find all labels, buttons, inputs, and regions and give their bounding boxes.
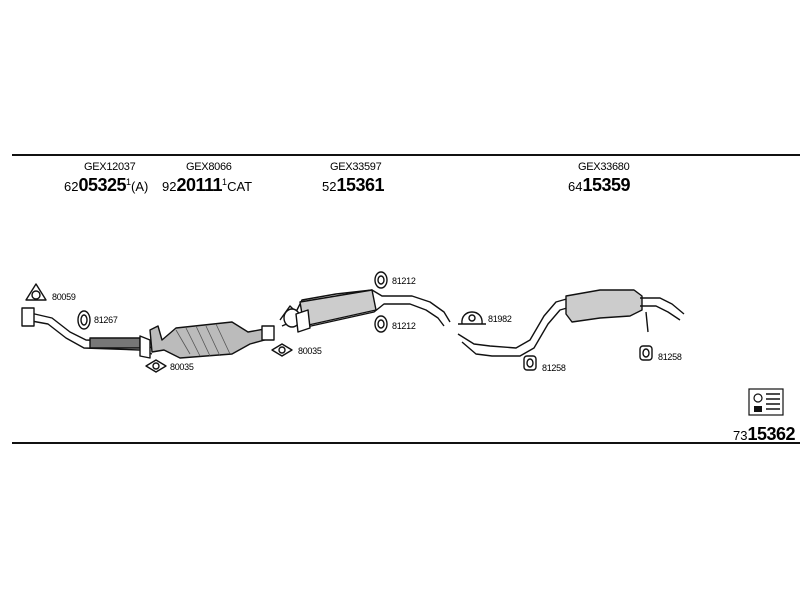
hanger-icon — [523, 355, 537, 371]
part-label-81258-left: 81258 — [542, 363, 566, 373]
gex-label-3: GEX33597 — [330, 161, 382, 173]
part-number-3-prefix: 52 — [322, 179, 337, 194]
part-label-80059: 80059 — [52, 292, 76, 302]
gex-label-2: GEX8066 — [186, 161, 232, 173]
bottom-rule — [12, 442, 800, 444]
part-number-3-main: 15361 — [336, 175, 385, 195]
part-number-4-main: 15359 — [582, 175, 631, 195]
catalytic-converter — [149, 321, 275, 359]
gex-label-4: GEX33680 — [578, 161, 630, 173]
part-number-1-sup: 1 — [126, 177, 132, 187]
part-number-4-prefix: 64 — [568, 179, 583, 194]
part-label-81212-upper: 81212 — [392, 276, 416, 286]
ring-icon — [271, 343, 293, 357]
clamp-icon — [77, 310, 91, 330]
clamp-icon — [458, 311, 486, 325]
middle-silencer — [279, 289, 451, 333]
part-number-2: 92201111CAT — [162, 175, 252, 196]
hanger-icon — [374, 271, 388, 289]
part-label-81982: 81982 — [488, 314, 512, 324]
hanger-icon — [374, 315, 388, 333]
part-label-80035-front: 80035 — [170, 362, 194, 372]
part-number-2-suffix: CAT — [227, 179, 253, 194]
part-label-81212-lower: 81212 — [392, 321, 416, 331]
gex-label-1: GEX12037 — [84, 161, 136, 173]
hanger-icon — [639, 345, 653, 361]
code-label-icon — [748, 388, 784, 416]
gasket-icon — [25, 283, 47, 301]
part-number-2-prefix: 92 — [162, 179, 177, 194]
part-number-1-suffix: (A) — [131, 179, 149, 194]
top-rule — [12, 154, 800, 156]
footer-part-number-main: 15362 — [747, 424, 796, 444]
part-number-1: 62053251(A) — [64, 175, 148, 196]
part-label-81267: 81267 — [94, 315, 118, 325]
ring-icon — [145, 359, 167, 373]
front-pipe — [21, 307, 153, 359]
part-number-4: 6415359 — [568, 175, 631, 196]
part-number-1-main: 05325 — [78, 175, 127, 195]
part-label-80035-rear: 80035 — [298, 346, 322, 356]
part-label-81258-right: 81258 — [658, 352, 682, 362]
rear-silencer — [457, 289, 685, 357]
footer-part-number-prefix: 73 — [733, 428, 748, 443]
footer-part-number: 7315362 — [733, 424, 796, 445]
part-number-2-sup: 1 — [222, 177, 228, 187]
part-number-2-main: 20111 — [176, 175, 223, 195]
part-number-3: 5215361 — [322, 175, 385, 196]
part-number-1-prefix: 62 — [64, 179, 79, 194]
